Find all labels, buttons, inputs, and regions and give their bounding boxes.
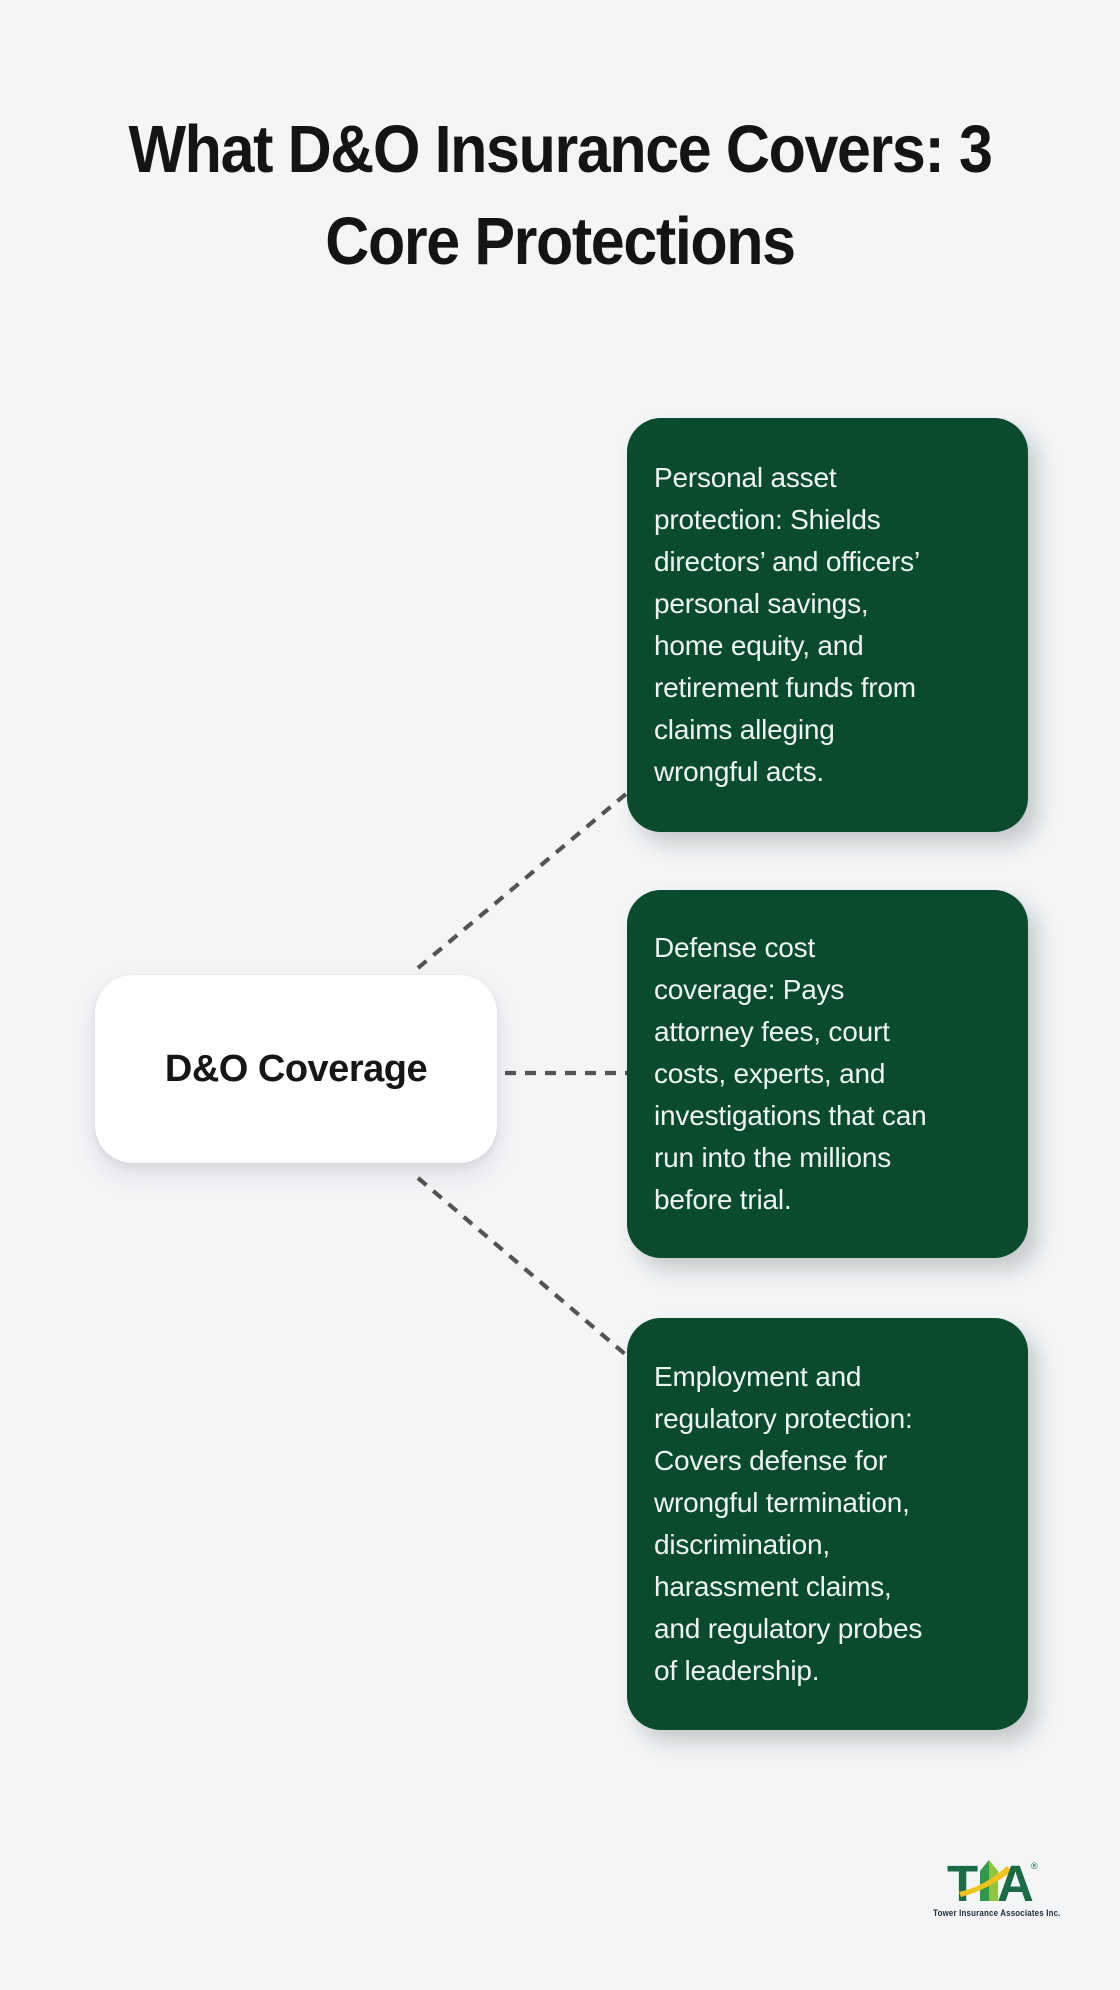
tia-building-logo-icon: T A ® [947, 1858, 1038, 1905]
logo-letter-a: A [997, 1858, 1034, 1905]
branch-card-text: Defense cost coverage: Pays attorney fee… [654, 932, 927, 1215]
branch-card-defense-cost-coverage: Defense cost coverage: Pays attorney fee… [627, 890, 1028, 1258]
page-title: What D&O Insurance Covers: 3 Core Protec… [128, 112, 993, 279]
center-node-label: D&O Coverage [164, 1047, 428, 1090]
connector-line-top [416, 787, 634, 970]
branch-card-text: Personal asset protection: Shields direc… [654, 462, 920, 787]
tia-logo: T A ® Tower Insurance Associates Inc. [925, 1858, 1061, 1918]
branch-card-employment-regulatory-protection: Employment and regulatory protection: Co… [627, 1318, 1028, 1730]
registered-mark-icon: ® [1031, 1861, 1038, 1871]
logo-swoosh [959, 1866, 1012, 1897]
logo-tagline: Tower Insurance Associates Inc. [933, 1908, 1061, 1918]
center-node-do-coverage: D&O Coverage [95, 975, 497, 1163]
logo-letter-t: T [947, 1858, 978, 1905]
branch-card-text: Employment and regulatory protection: Co… [654, 1361, 923, 1686]
connector-line-bottom [416, 1176, 634, 1362]
branch-card-personal-asset-protection: Personal asset protection: Shields direc… [627, 418, 1028, 832]
